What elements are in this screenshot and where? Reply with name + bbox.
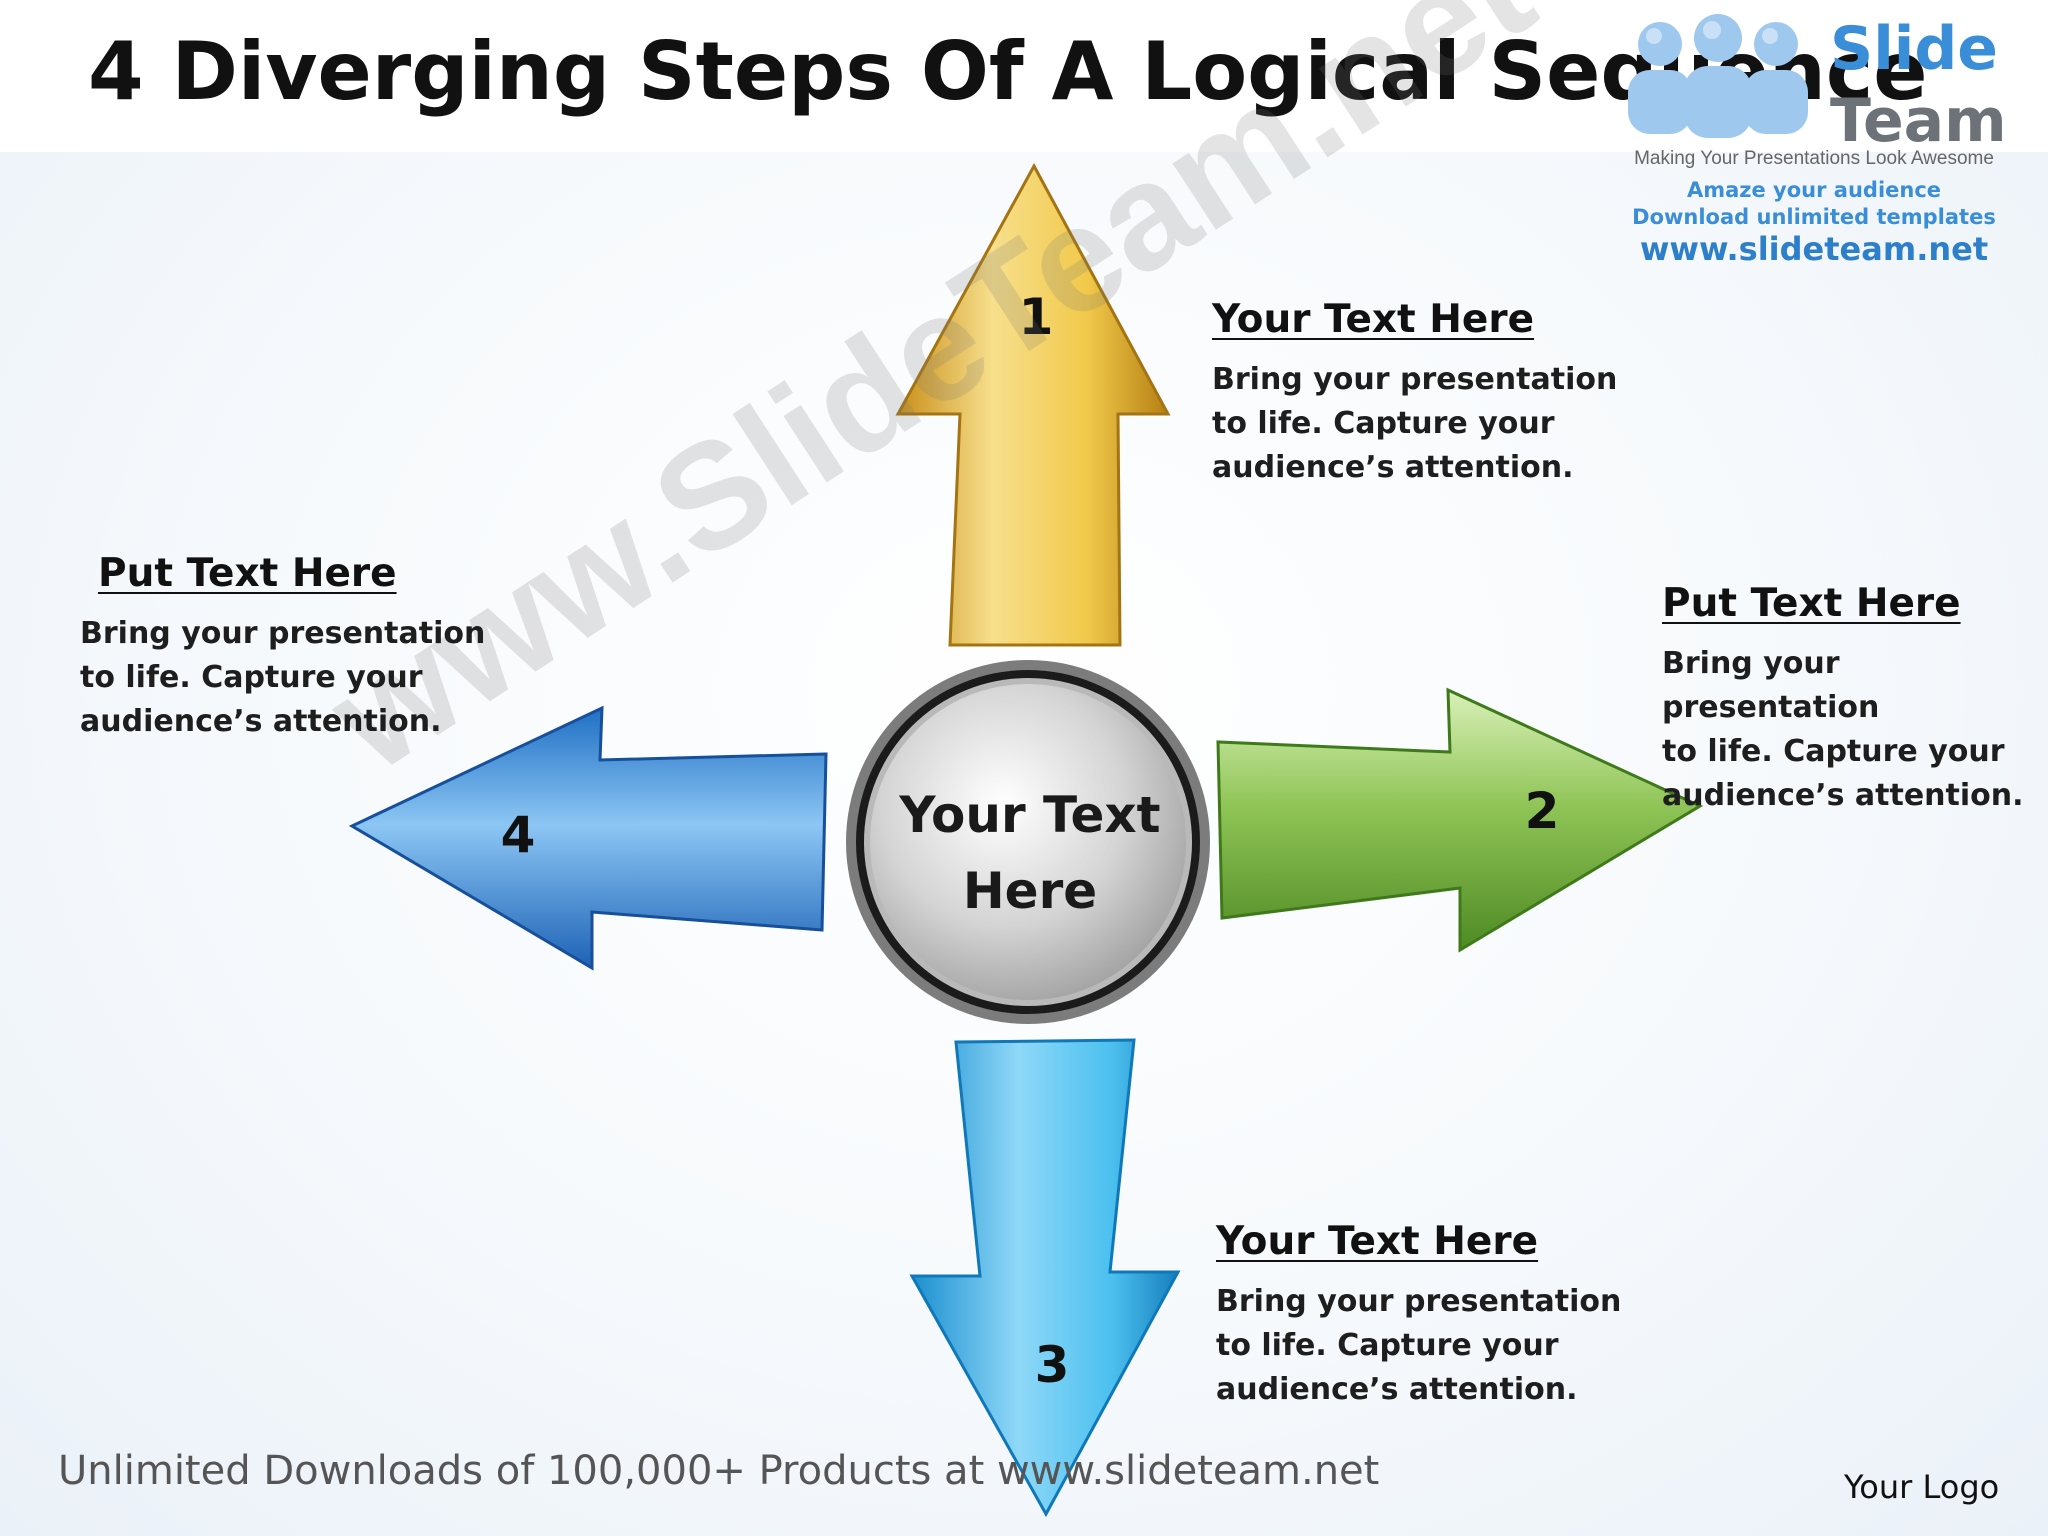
arrow-step-1: 1 [895,162,1171,647]
slide-title: 4 Diverging Steps Of A Logical Sequence [88,25,1928,118]
step-2-body: Bring your presentation to life. Capture… [1662,646,2024,813]
people-icon [1628,14,1808,138]
arrow-step-4: 4 [348,705,828,971]
text-block-step-4: Put Text Here Bring your presentation to… [80,550,485,744]
brand-name-slide: Slide [1830,14,1998,84]
text-block-step-2: Put Text Here Bring your presentation to… [1662,580,2048,818]
step-1-body: Bring your presentation to life. Capture… [1212,362,1618,485]
text-block-step-3: Your Text Here Bring your presentation t… [1216,1218,1621,1412]
brand-promo-line-2: Download unlimited templates [1632,205,1996,229]
step-3-number: 3 [1035,1336,1070,1394]
arrow-step-2: 2 [1216,687,1704,953]
step-4-heading: Put Text Here [98,551,397,596]
step-2-number: 2 [1525,782,1560,840]
arrow-step-3: 3 [909,1038,1181,1518]
brand-url: www.slideteam.net [1639,230,1989,268]
brand-promo-line-1: Amaze your audience [1686,178,1942,202]
step-4-body: Bring your presentation to life. Capture… [80,616,486,739]
footer-text: Unlimited Downloads of 100,000+ Products… [58,1448,1380,1494]
step-3-body: Bring your presentation to life. Capture… [1216,1284,1622,1407]
brand-logo: Slide Team Making Your Presentations Loo… [1600,8,2030,268]
center-text-line-2: Here [963,862,1097,920]
center-text-line-1: Your Text [898,786,1160,844]
text-block-step-1: Your Text Here Bring your presentation t… [1212,296,1617,490]
step-1-heading: Your Text Here [1212,297,1535,342]
step-1-number: 1 [1019,288,1054,346]
brand-tagline: Making Your Presentations Look Awesome [1634,148,1994,169]
center-circle: Your Text Here [846,660,1210,1024]
step-4-number: 4 [501,806,536,864]
logo-placeholder: Your Logo [1844,1468,2000,1506]
step-3-heading: Your Text Here [1216,1219,1539,1264]
brand-name-team: Team [1830,86,2007,156]
step-2-heading: Put Text Here [1662,581,1961,626]
